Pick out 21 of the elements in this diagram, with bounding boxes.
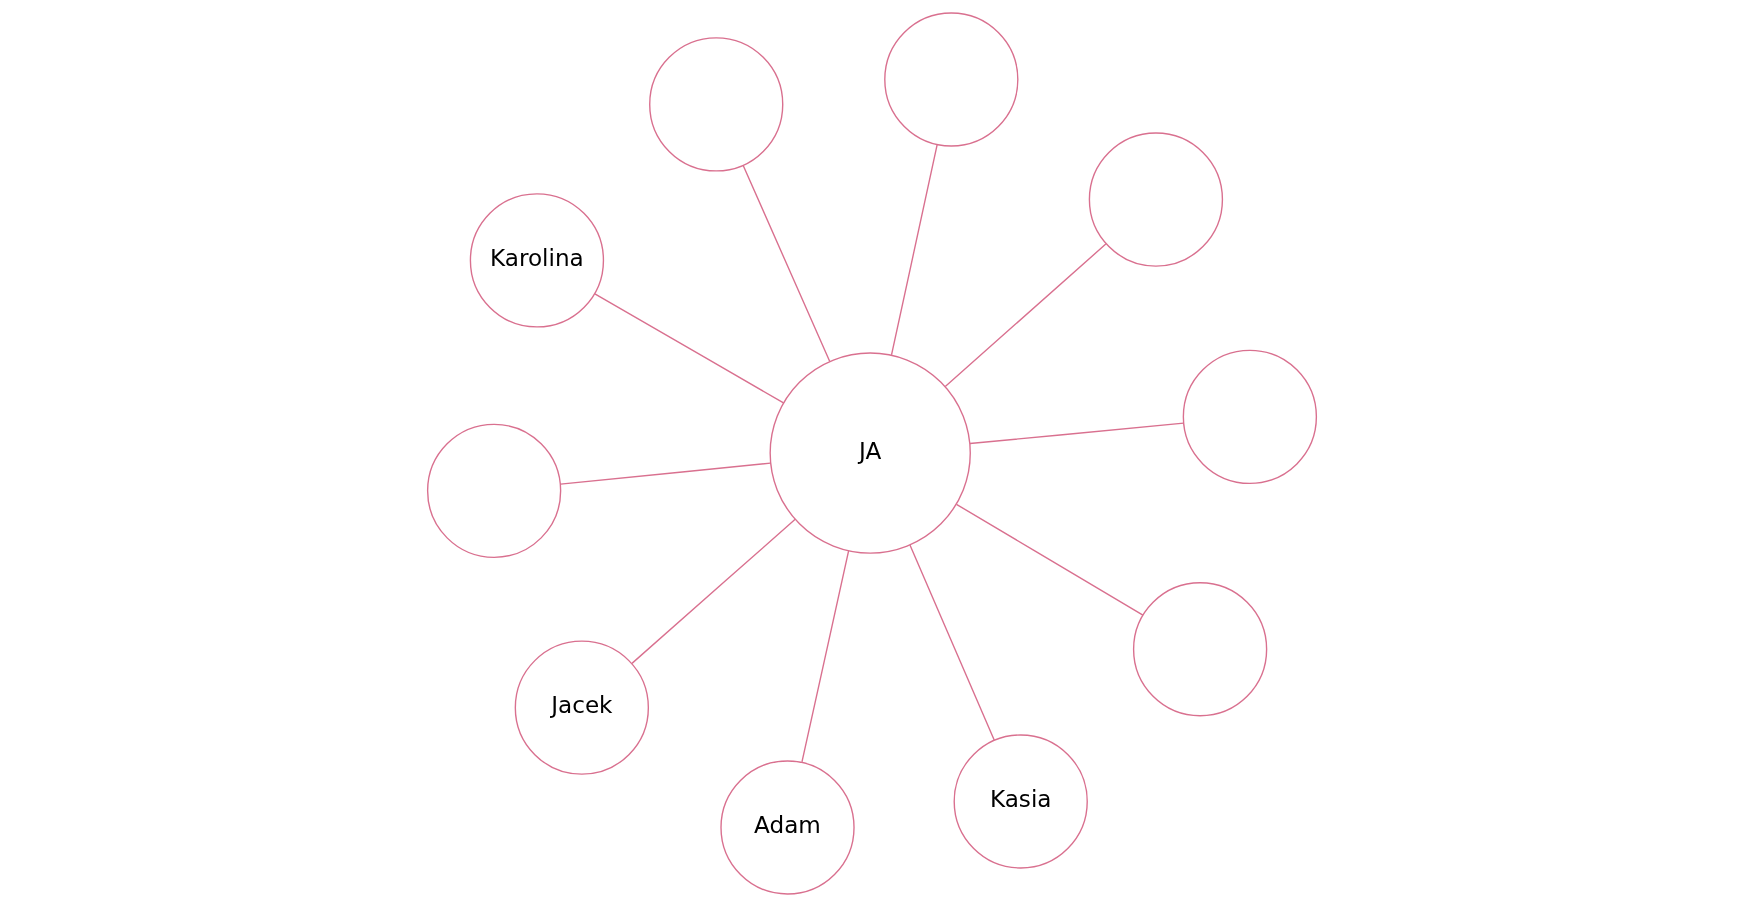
node-circle: JA	[768, 352, 971, 554]
connector	[968, 422, 1184, 445]
node-circle: Kasia	[953, 734, 1088, 869]
node-circle: Adam	[719, 760, 855, 895]
connector	[741, 164, 830, 363]
node-circle	[1182, 349, 1317, 485]
node-circle	[426, 423, 561, 559]
connector	[559, 462, 771, 485]
node-circle: Jacek	[514, 640, 649, 775]
connector	[593, 293, 784, 404]
connector	[908, 544, 995, 741]
connector	[890, 144, 938, 356]
node-circle: Karolina	[469, 193, 604, 328]
connector	[630, 518, 796, 665]
node-circle	[1088, 132, 1223, 267]
connector	[800, 550, 849, 763]
node-circle	[648, 37, 783, 172]
node-circle	[883, 12, 1018, 147]
connector	[955, 503, 1144, 616]
node-circle	[1132, 582, 1267, 717]
connector	[944, 243, 1107, 388]
